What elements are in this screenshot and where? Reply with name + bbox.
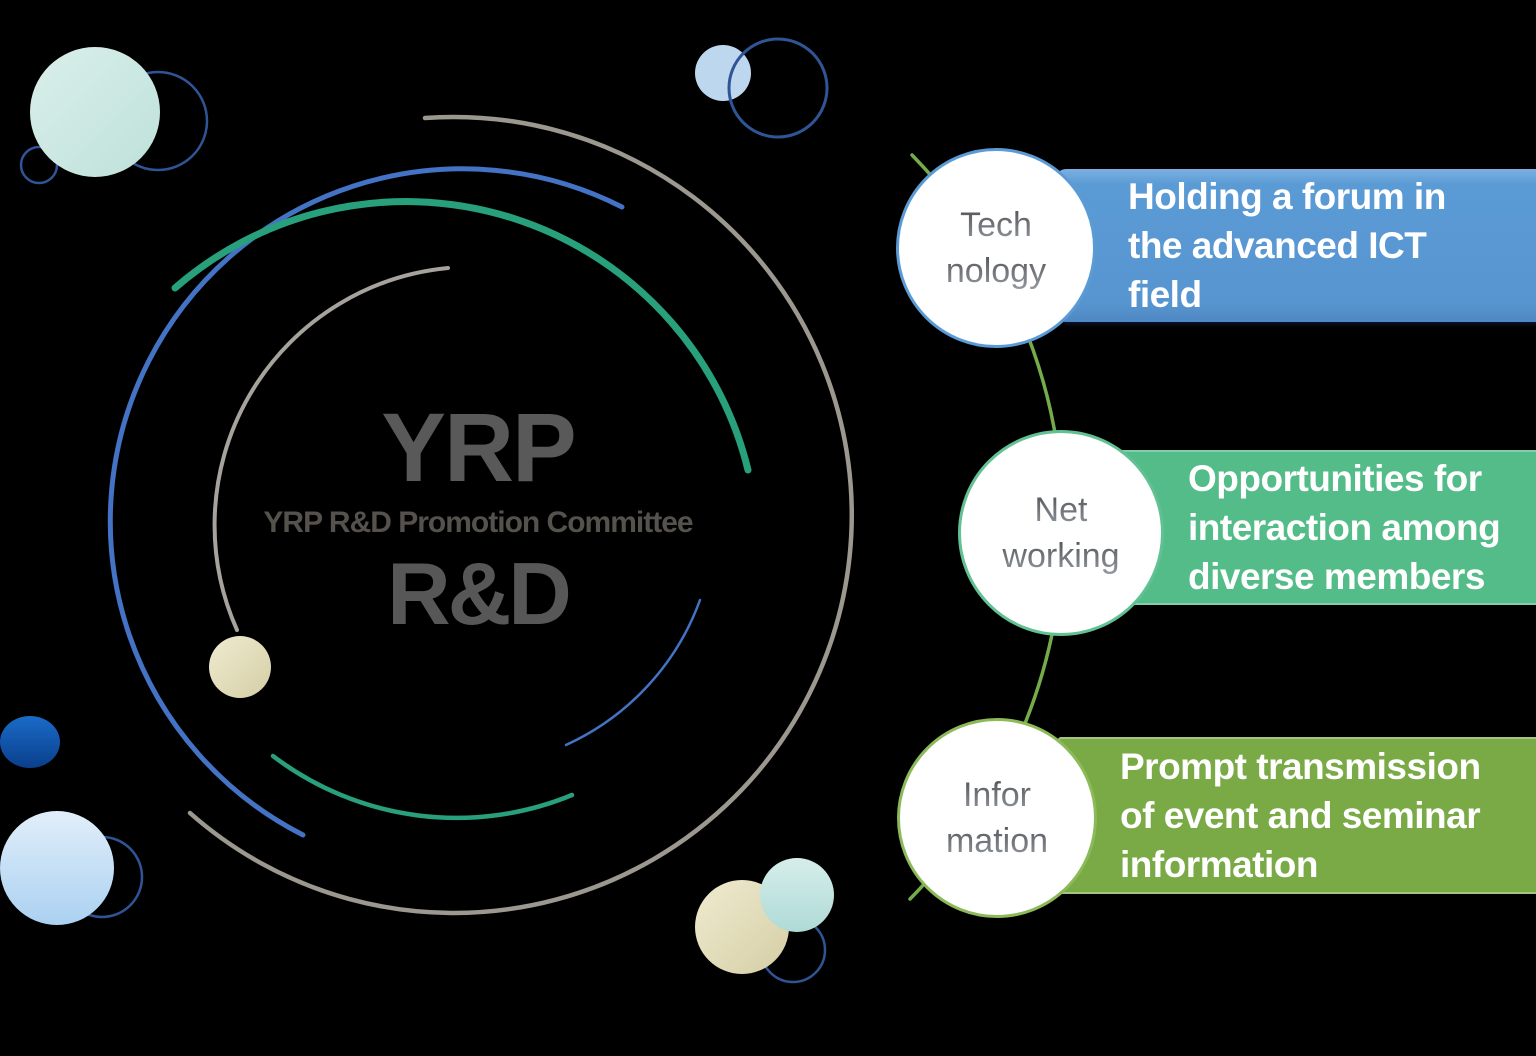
beige-dot-icon [209, 636, 271, 698]
node-information-label: Infor [963, 772, 1031, 818]
bottom-center-teal-dot-icon [760, 858, 834, 932]
top-right-ring-icon [727, 37, 829, 139]
banner-networking-line: interaction among [1188, 507, 1501, 548]
logo-main-text: YRP [381, 393, 576, 502]
banner-information-line: of event and seminar [1120, 795, 1481, 836]
banner-networking-line: Opportunities for [1188, 458, 1482, 499]
blue-thin-arc [564, 598, 702, 747]
blue-ring-arc [107, 166, 625, 838]
banner-networking-line: diverse members [1188, 556, 1485, 597]
node-networking-label: Net [1035, 487, 1088, 533]
node-networking: Net working [958, 430, 1164, 636]
node-technology-label: Tech [960, 202, 1032, 248]
top-left-teal-dot-icon [30, 47, 160, 177]
center-logo: YRP YRP R&D Promotion Committee R&D [178, 396, 778, 642]
bottom-left-blue-dot-icon [0, 811, 114, 925]
node-technology: Tech nology [896, 148, 1096, 348]
green-bottom-arc [270, 753, 575, 821]
left-dark-blue-dot-icon [0, 716, 60, 768]
banner-information-line: Prompt transmission [1120, 746, 1481, 787]
banner-technology-line: the advanced ICT [1128, 225, 1427, 266]
green-ring-arc [171, 198, 752, 474]
banner-technology: Holding a forum in the advanced ICT fiel… [1056, 169, 1536, 322]
logo-secondary-text: R&D [387, 544, 572, 643]
node-networking-label: working [1002, 533, 1119, 579]
banner-technology-line: Holding a forum in [1128, 176, 1446, 217]
banner-information: Prompt transmission of event and seminar… [1058, 737, 1536, 894]
node-information: Infor mation [897, 718, 1097, 918]
outer-gray-arc [187, 114, 854, 916]
banner-technology-line: field [1128, 274, 1202, 315]
node-technology-label: nology [946, 248, 1046, 294]
logo-subtitle-text: YRP R&D Promotion Committee [263, 506, 693, 539]
banner-information-line: information [1120, 844, 1318, 885]
node-information-label: mation [946, 818, 1048, 864]
top-left-small-ring-icon [19, 145, 59, 185]
inner-gray-arc [212, 266, 450, 632]
